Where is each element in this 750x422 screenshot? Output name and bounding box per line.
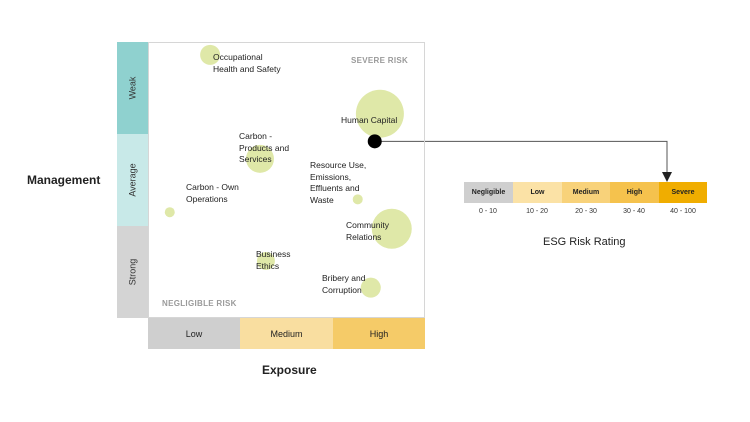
management-band-average: Average xyxy=(117,134,148,226)
exposure-band-high: High xyxy=(333,318,425,349)
issue-label-occupational-health: Occupational Health and Safety xyxy=(213,52,281,74)
rating-range-low: 10 - 20 xyxy=(526,208,548,215)
management-band-label: Average xyxy=(127,163,138,197)
issue-bubble xyxy=(360,277,381,298)
current-position-marker xyxy=(367,134,382,149)
issue-label-carbon-products: Carbon - Products and Services xyxy=(239,131,290,164)
issue-bubble xyxy=(164,207,175,218)
severe-risk-label: SEVERE RISK xyxy=(351,56,409,65)
rating-range-negligible: 0 - 10 xyxy=(479,208,497,215)
matrix-plot-area xyxy=(148,42,425,318)
rating-range-medium: 20 - 30 xyxy=(575,208,597,215)
issue-label-human-capital: Human Capital xyxy=(341,115,398,125)
issue-bubble xyxy=(256,251,275,270)
issue-label-community-relations: Community Relations xyxy=(346,220,389,242)
management-band-label: Strong xyxy=(127,258,138,286)
issue-bubble xyxy=(352,194,363,205)
rating-segment-medium: Medium xyxy=(562,182,610,203)
rating-connector-line xyxy=(374,140,668,176)
issue-label-business-ethics: Business Ethics xyxy=(256,249,291,271)
exposure-axis-title: Exposure xyxy=(262,363,317,377)
negligible-risk-label: NEGLIGIBLE RISK xyxy=(162,299,237,308)
management-band-label: Weak xyxy=(127,76,138,100)
management-band-weak: Weak xyxy=(117,42,148,134)
rating-segment-negligible: Negligible xyxy=(464,182,513,203)
rating-segment-severe: Severe xyxy=(659,182,707,203)
issue-label-bribery-corruption: Bribery and Corruption xyxy=(322,273,366,295)
management-band-strong: Strong xyxy=(117,226,148,318)
rating-range-severe: 40 - 100 xyxy=(670,208,696,215)
issue-label-resource-use: Resource Use, Emissions, Effluents and W… xyxy=(310,160,367,205)
rating-range-high: 30 - 40 xyxy=(623,208,645,215)
rating-segment-high: High xyxy=(610,182,659,203)
esg-risk-rating-title: ESG Risk Rating xyxy=(543,236,626,248)
issue-bubble xyxy=(371,208,412,249)
issue-bubble xyxy=(200,44,221,65)
exposure-band-medium: Medium xyxy=(240,318,333,349)
rating-segment-low: Low xyxy=(513,182,562,203)
rating-arrow-icon xyxy=(662,172,672,182)
exposure-band-low: Low xyxy=(148,318,240,349)
issue-label-carbon-own-operations: Carbon - Own Operations xyxy=(186,182,239,204)
issue-bubble xyxy=(245,144,274,173)
issue-bubble xyxy=(355,89,404,138)
management-axis-title: Management xyxy=(27,173,101,187)
